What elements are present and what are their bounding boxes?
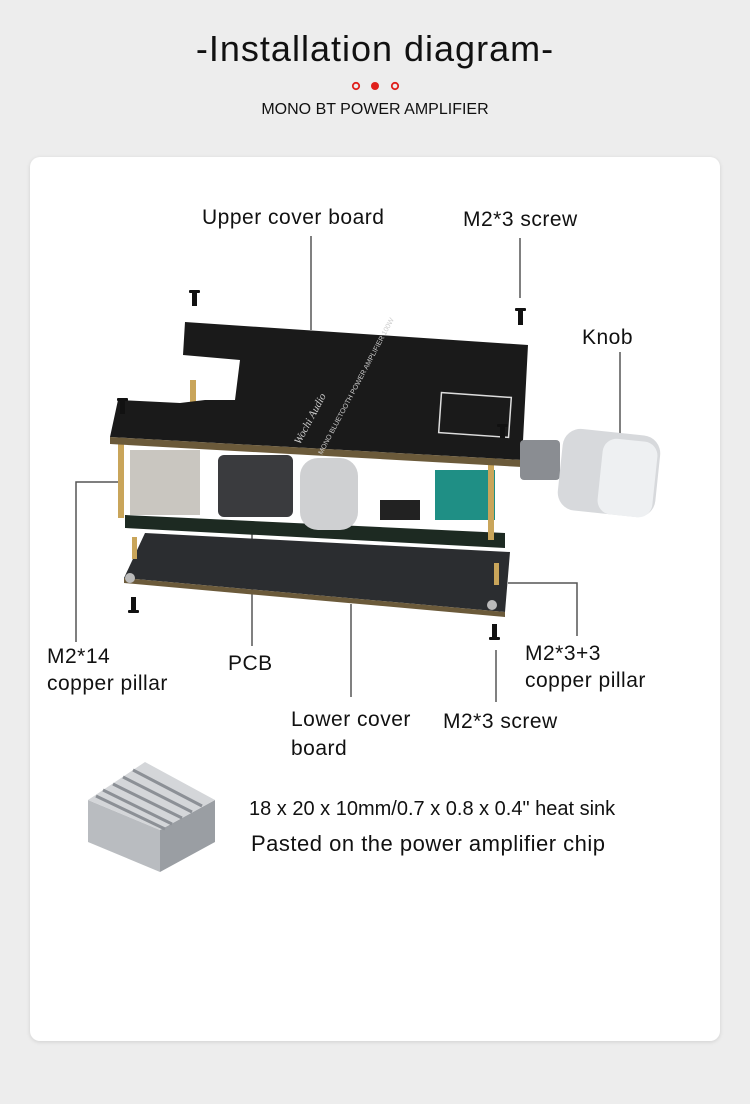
label-m2x14-copper-pillar: M2*14 copper pillar [47,645,168,695]
label-m2x3-screw-top: M2*3 screw [463,208,578,231]
capacitor [300,458,358,530]
page-title: -Installation diagram- [195,28,555,69]
label-upper-cover-board: Upper cover board [202,206,385,229]
heat-sink-dimensions: 18 x 20 x 10mm/0.7 x 0.8 x 0.4" heat sin… [249,798,616,820]
heat-sink-note: Pasted on the power amplifier chip [251,831,606,856]
pcb [125,450,505,548]
label-lower-cover-board: Lower cover board [291,708,411,760]
usb-port [130,450,200,515]
label-pcb: PCB [228,652,273,675]
knob [520,428,661,518]
lower-cover-board [124,533,510,617]
potentiometer [435,470,495,520]
label-m2x3plus3-copper-pillar: M2*3+3 copper pillar [525,642,646,692]
label-knob: Knob [582,326,634,349]
decorative-dots [351,81,400,91]
label-m2x3-screw-bottom: M2*3 screw [443,710,558,733]
upper-cover-board: Wochi Audio MONO BLUETOOTH POWER AMPLIFI… [110,317,528,467]
inductor [218,455,293,517]
screws [117,290,526,640]
heat-sink-image [88,762,215,872]
page-subtitle: MONO BT POWER AMPLIFIER [261,101,489,118]
